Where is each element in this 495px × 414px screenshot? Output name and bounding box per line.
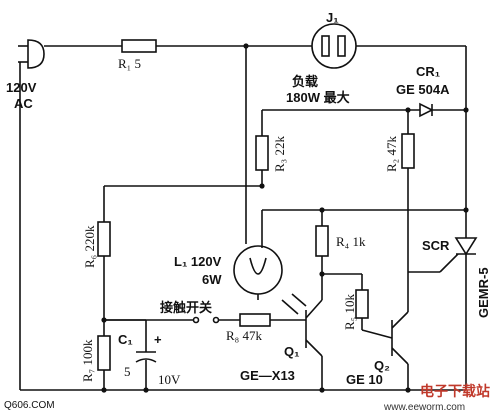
r4-resistor bbox=[315, 225, 329, 257]
source-site-label: Q606.COM bbox=[4, 400, 55, 411]
c1-plus-label: + bbox=[154, 332, 162, 347]
c1-value-label: 5 bbox=[124, 364, 131, 379]
l1-lamp bbox=[233, 245, 283, 295]
r6-label: R₆ 220k bbox=[82, 225, 97, 268]
watermark-url: www.eeworm.com bbox=[383, 402, 465, 413]
scr-thyristor bbox=[454, 237, 478, 256]
r8-resistor bbox=[239, 313, 271, 327]
l1-label: L₁ 120V bbox=[174, 254, 222, 269]
r3-label: R₃ 22k bbox=[272, 136, 287, 172]
l1-wattage-label: 6W bbox=[202, 272, 222, 287]
watermark-logo-text: 电子下载站 bbox=[420, 383, 490, 400]
ac-plug-icon bbox=[27, 39, 45, 69]
r7-label: R₇ 100k bbox=[80, 339, 95, 382]
cr1-part-label: GE 504A bbox=[396, 82, 450, 97]
load-label: 负载 bbox=[292, 74, 318, 89]
cr1-label: CR₁ bbox=[416, 64, 440, 79]
r6-resistor bbox=[97, 221, 111, 257]
touch-switch-label: 接触开关 bbox=[160, 300, 212, 315]
q2-part-label: GE 10 bbox=[346, 372, 383, 387]
c1-voltage-label: 10V bbox=[158, 372, 181, 387]
j1-label: J₁ bbox=[326, 10, 339, 25]
q1-label: Q₁ bbox=[284, 344, 300, 359]
q2-label: Q₂ bbox=[374, 358, 390, 373]
ac-label: AC bbox=[14, 96, 33, 111]
load-rating-label: 180W 最大 bbox=[286, 90, 350, 105]
scr-label: SCR bbox=[422, 238, 450, 253]
cr1-diode bbox=[419, 102, 434, 118]
r2-label: R₂ 47k bbox=[384, 136, 399, 172]
c1-label: C₁ bbox=[118, 332, 133, 347]
r5-label: R₅ 10k bbox=[342, 294, 357, 330]
r3-resistor bbox=[255, 135, 269, 171]
r7-resistor bbox=[97, 335, 111, 371]
r5-resistor bbox=[355, 289, 369, 319]
r2-resistor bbox=[401, 133, 415, 169]
r1-resistor bbox=[121, 39, 157, 53]
gemr-label: GEMR-5 bbox=[476, 267, 491, 318]
j1-socket bbox=[311, 23, 357, 69]
r4-label: R₄ 1k bbox=[336, 234, 366, 249]
ac-voltage-label: 120V bbox=[6, 80, 37, 95]
r1-label: R₁ 5 bbox=[118, 56, 141, 71]
r8-label: R₈ 47k bbox=[226, 328, 262, 343]
q1-part-label: GE—X13 bbox=[240, 368, 295, 383]
